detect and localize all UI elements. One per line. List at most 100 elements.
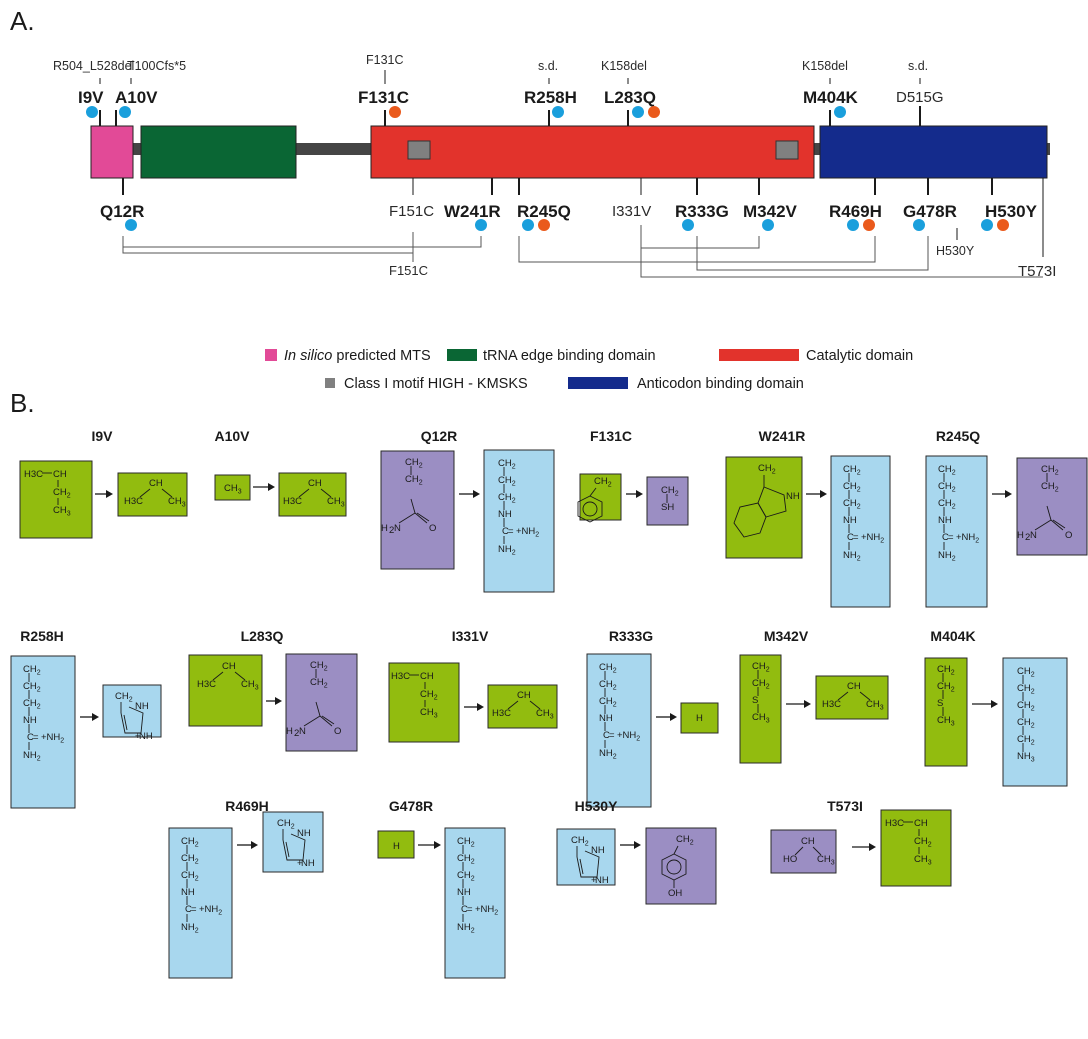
atom-label: OH bbox=[668, 888, 682, 899]
blue-dot bbox=[119, 106, 131, 118]
atom-label: CH3 bbox=[53, 505, 71, 518]
arrow-head bbox=[268, 483, 275, 491]
domain-map bbox=[90, 125, 1050, 179]
mutation-label: W241R bbox=[444, 202, 501, 221]
blue-dot bbox=[762, 219, 774, 231]
atom-label: CH2 bbox=[676, 834, 694, 847]
atom-label: NH bbox=[457, 887, 471, 898]
residue-to-box bbox=[444, 827, 506, 979]
atom-label: CH2 bbox=[181, 853, 199, 866]
residue-from-box bbox=[377, 830, 415, 859]
atom-label: CH bbox=[308, 478, 322, 489]
atom-label: N bbox=[299, 726, 306, 737]
atom-label: NH bbox=[23, 715, 37, 726]
residue-from-box bbox=[214, 474, 251, 501]
atom-label: CH2 bbox=[1041, 464, 1059, 477]
arrow-head bbox=[991, 700, 998, 708]
atom-label: CH2 bbox=[938, 464, 956, 477]
bond bbox=[319, 715, 333, 727]
atom-label: CH2 bbox=[599, 696, 617, 709]
mutation-label: R333G bbox=[675, 202, 729, 221]
atom-label: CH2 bbox=[53, 487, 71, 500]
atom-label: C bbox=[847, 532, 854, 543]
pair-label: F151C bbox=[389, 263, 428, 278]
blue-dot bbox=[834, 106, 846, 118]
note-k158del: K158del bbox=[802, 59, 848, 73]
atom-label: CH2 bbox=[752, 678, 770, 691]
blue-dot bbox=[913, 219, 925, 231]
atom-label: H3C bbox=[124, 496, 143, 507]
atom-label: NH bbox=[297, 828, 311, 839]
atom-label: H bbox=[393, 841, 400, 852]
atom-label: CH2 bbox=[571, 835, 589, 848]
residue-title: R469H bbox=[225, 798, 269, 814]
bond bbox=[303, 715, 321, 727]
atom-label: CH3 bbox=[752, 712, 770, 725]
note-t100: T100Cfs*5 bbox=[127, 59, 186, 73]
arrow-head bbox=[477, 703, 484, 711]
bond bbox=[837, 691, 849, 701]
atom-label: H3C bbox=[391, 671, 410, 682]
legend-swatch-motif bbox=[325, 378, 335, 388]
atom-label: HO bbox=[783, 854, 797, 865]
atom-label: CH2 bbox=[1017, 717, 1035, 730]
residue-title: F131C bbox=[590, 428, 632, 444]
atom-label: NH bbox=[595, 875, 609, 886]
bond bbox=[589, 487, 597, 497]
atom-label: CH bbox=[517, 690, 531, 701]
bond bbox=[859, 691, 871, 701]
atom-label: = bbox=[508, 526, 514, 537]
atom-label: CH2 bbox=[23, 698, 41, 711]
atom-label: C bbox=[502, 526, 509, 537]
blue-dot bbox=[981, 219, 993, 231]
atom-label: NH2 bbox=[599, 748, 617, 761]
mutation-label: F151C bbox=[389, 203, 434, 220]
connector-i331v-m342v bbox=[640, 225, 760, 249]
atom-label: CH2 bbox=[599, 662, 617, 675]
bond bbox=[812, 846, 822, 856]
residue-to-box bbox=[1016, 457, 1088, 556]
atom-label: CH bbox=[914, 818, 928, 829]
atom-label: CH bbox=[420, 671, 434, 682]
atom-label: NH bbox=[139, 731, 153, 742]
aromatic-circle bbox=[582, 501, 598, 517]
atom-label: CH2 bbox=[758, 463, 776, 476]
atom-label: H bbox=[381, 523, 388, 534]
atom-label: H3C bbox=[24, 469, 43, 480]
mutation-label: Q12R bbox=[100, 202, 144, 221]
bond bbox=[123, 714, 128, 731]
atom-label: NH3 bbox=[1017, 751, 1035, 764]
orange-dot bbox=[648, 106, 660, 118]
legend-swatch-catalytic bbox=[719, 349, 799, 361]
note-f131c: F131C bbox=[366, 53, 404, 67]
mutation-label: H530Y bbox=[936, 244, 975, 258]
bond bbox=[139, 488, 151, 498]
residue-from-box bbox=[556, 828, 616, 886]
residue-title: T573I bbox=[827, 798, 863, 814]
orange-dot bbox=[997, 219, 1009, 231]
bond bbox=[529, 700, 541, 710]
atom-label: CH2 bbox=[938, 481, 956, 494]
atom-label: = bbox=[467, 904, 473, 915]
blue-dot bbox=[125, 219, 137, 231]
legend-motif: Class I motif HIGH - KMSKS bbox=[344, 376, 528, 392]
atom-label: + bbox=[591, 875, 597, 886]
mutation-label: R258H bbox=[524, 88, 577, 107]
arrow-head bbox=[634, 841, 641, 849]
atom-label: H3C bbox=[283, 496, 302, 507]
residue-title: L283Q bbox=[241, 628, 284, 644]
atom-label: CH2 bbox=[599, 679, 617, 692]
atom-label: CH2 bbox=[937, 681, 955, 694]
arrow-head bbox=[820, 490, 827, 498]
residue-to-box bbox=[815, 675, 889, 720]
atom-label: CH2 bbox=[661, 485, 679, 498]
bond bbox=[794, 846, 804, 856]
residue-to-box bbox=[262, 811, 324, 873]
atom-label: N bbox=[394, 523, 401, 534]
residue-from-box bbox=[579, 473, 622, 521]
atom-label: CH2 bbox=[457, 836, 475, 849]
legend-catalytic: Catalytic domain bbox=[806, 348, 913, 364]
residue-from-box bbox=[770, 829, 837, 874]
atom-label: H3C bbox=[885, 818, 904, 829]
orange-dot bbox=[538, 219, 550, 231]
